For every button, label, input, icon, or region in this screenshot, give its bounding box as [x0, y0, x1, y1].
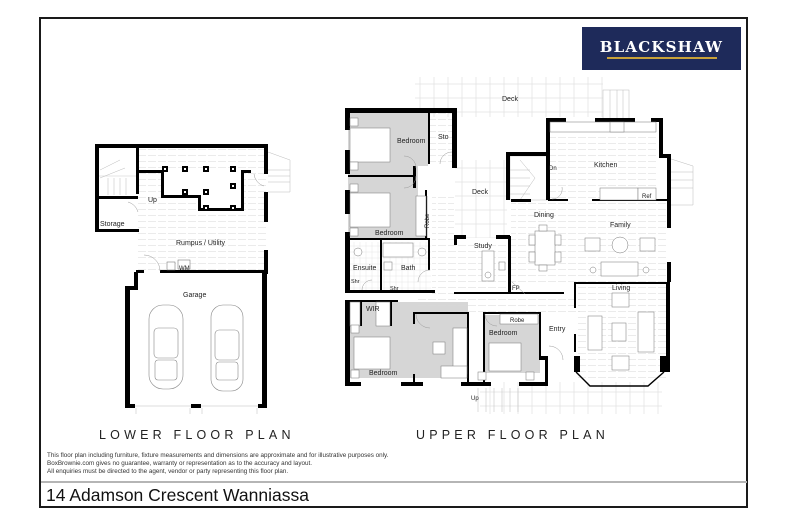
- brand-logo: BLACKSHAW: [582, 27, 741, 70]
- upper-floor-plan: Deck Bedroom Sto Bedroom Robe Deck Kitch…: [345, 77, 694, 414]
- upper-floor-plan-title: UPPER FLOOR PLAN: [416, 428, 609, 442]
- room-label-bedroom-3: Bedroom: [369, 370, 398, 377]
- brand-name: BLACKSHAW: [599, 37, 724, 56]
- room-label-bath: Bath: [401, 265, 416, 272]
- room-label-garage: Garage: [183, 292, 206, 299]
- room-label-family: Family: [610, 222, 631, 229]
- room-label-wm: WM: [179, 266, 190, 272]
- bed-icon: [349, 127, 522, 372]
- sofa-icon: [584, 236, 656, 277]
- room-label-ensuite: Ensuite: [353, 265, 376, 272]
- room-label-shr-2: Shr: [390, 286, 399, 292]
- disclaimer-line-2: BoxBrownie.com gives no guarantee, warra…: [47, 460, 312, 468]
- room-label-robe-2: Robe: [510, 318, 525, 324]
- room-label-kitchen: Kitchen: [594, 162, 617, 169]
- room-label-living: Living: [612, 285, 630, 292]
- room-label-bedroom-4: Bedroom: [489, 330, 518, 337]
- room-label-sto: Sto: [438, 134, 449, 141]
- room-label-bedroom-1: Bedroom: [397, 138, 426, 145]
- room-label-study: Study: [474, 243, 492, 250]
- room-label-wir: WIR: [366, 306, 380, 313]
- room-label-dining: Dining: [534, 212, 554, 219]
- room-label-up: Up: [148, 197, 157, 204]
- car-icon: [148, 304, 244, 392]
- room-label-robe-1: Robe: [425, 213, 431, 228]
- lower-floor-plan-title: LOWER FLOOR PLAN: [99, 428, 295, 442]
- room-label-dn: Dn: [549, 166, 557, 172]
- disclaimer: This floor plan including furniture, fix…: [47, 452, 389, 477]
- disclaimer-line-1: This floor plan including furniture, fix…: [47, 452, 389, 459]
- property-address: 14 Adamson Crescent Wanniassa: [46, 485, 309, 505]
- room-label-rumpus: Rumpus / Utility: [176, 240, 226, 247]
- room-label-storage: Storage: [100, 221, 125, 228]
- room-label-ref: Ref: [642, 194, 652, 200]
- dining-table-icon: [528, 224, 562, 272]
- room-label-fp: FP: [512, 286, 520, 292]
- room-label-deck-mid: Deck: [472, 189, 488, 196]
- room-label-deck-top: Deck: [502, 96, 518, 103]
- room-label-shr-1: Shr: [351, 279, 360, 285]
- footer-separator: [41, 481, 747, 483]
- room-label-entry: Entry: [549, 326, 566, 333]
- room-label-bedroom-2: Bedroom: [375, 230, 404, 237]
- brand-underline: [606, 56, 717, 59]
- lower-floor-plan: Storage Up Rumpus / Utility WM Garage: [95, 144, 291, 414]
- room-label-up-upper: Up: [471, 396, 479, 402]
- disclaimer-line-3: All enquiries must be directed to the ag…: [47, 468, 289, 476]
